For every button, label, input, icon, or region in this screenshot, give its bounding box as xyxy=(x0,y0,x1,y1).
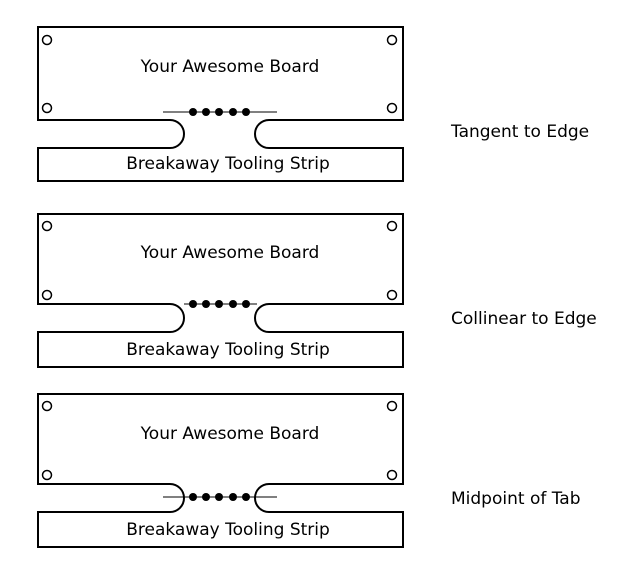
mouse-bite-hole xyxy=(215,300,223,308)
mouse-bite-hole xyxy=(189,300,197,308)
panel-collinear: Your Awesome Board Breakaway Tooling Str… xyxy=(37,213,597,368)
mouse-bite-hole xyxy=(215,108,223,116)
mouse-bite-hole xyxy=(242,108,250,116)
board-label: Your Awesome Board xyxy=(140,57,320,77)
mouse-bite-hole xyxy=(189,493,197,501)
mounting-hole xyxy=(386,102,398,114)
mounting-hole xyxy=(41,102,53,114)
mounting-hole xyxy=(41,220,53,232)
mouse-bite-hole xyxy=(229,108,237,116)
mouse-bite-hole xyxy=(229,300,237,308)
mounting-hole xyxy=(386,469,398,481)
mouse-bite-hole xyxy=(229,493,237,501)
mounting-hole xyxy=(41,289,53,301)
board-label: Your Awesome Board xyxy=(140,243,320,263)
panel-caption: Midpoint of Tab xyxy=(451,489,581,509)
mounting-hole xyxy=(386,220,398,232)
mouse-bite-hole xyxy=(242,493,250,501)
panel-midpoint: Your Awesome Board Breakaway Tooling Str… xyxy=(37,393,581,548)
mouse-bite-hole xyxy=(202,108,210,116)
board-outline xyxy=(37,26,404,182)
mounting-hole xyxy=(386,400,398,412)
panel-tangent: Your Awesome Board Breakaway Tooling Str… xyxy=(37,26,589,182)
mounting-hole xyxy=(41,400,53,412)
board-outline xyxy=(37,213,404,368)
strip-label: Breakaway Tooling Strip xyxy=(126,520,330,540)
mouse-bite-hole xyxy=(202,300,210,308)
panel-caption: Collinear to Edge xyxy=(451,309,597,329)
strip-label: Breakaway Tooling Strip xyxy=(126,340,330,360)
panel-caption: Tangent to Edge xyxy=(450,122,589,142)
mouse-bite-hole xyxy=(215,493,223,501)
mounting-hole xyxy=(41,34,53,46)
mouse-bite-hole xyxy=(202,493,210,501)
mounting-hole xyxy=(386,289,398,301)
board-outline xyxy=(37,393,404,548)
board-label: Your Awesome Board xyxy=(140,424,320,444)
mouse-bite-hole xyxy=(189,108,197,116)
strip-label: Breakaway Tooling Strip xyxy=(126,154,330,174)
mounting-hole xyxy=(386,34,398,46)
mounting-hole xyxy=(41,469,53,481)
mouse-bite-hole xyxy=(242,300,250,308)
